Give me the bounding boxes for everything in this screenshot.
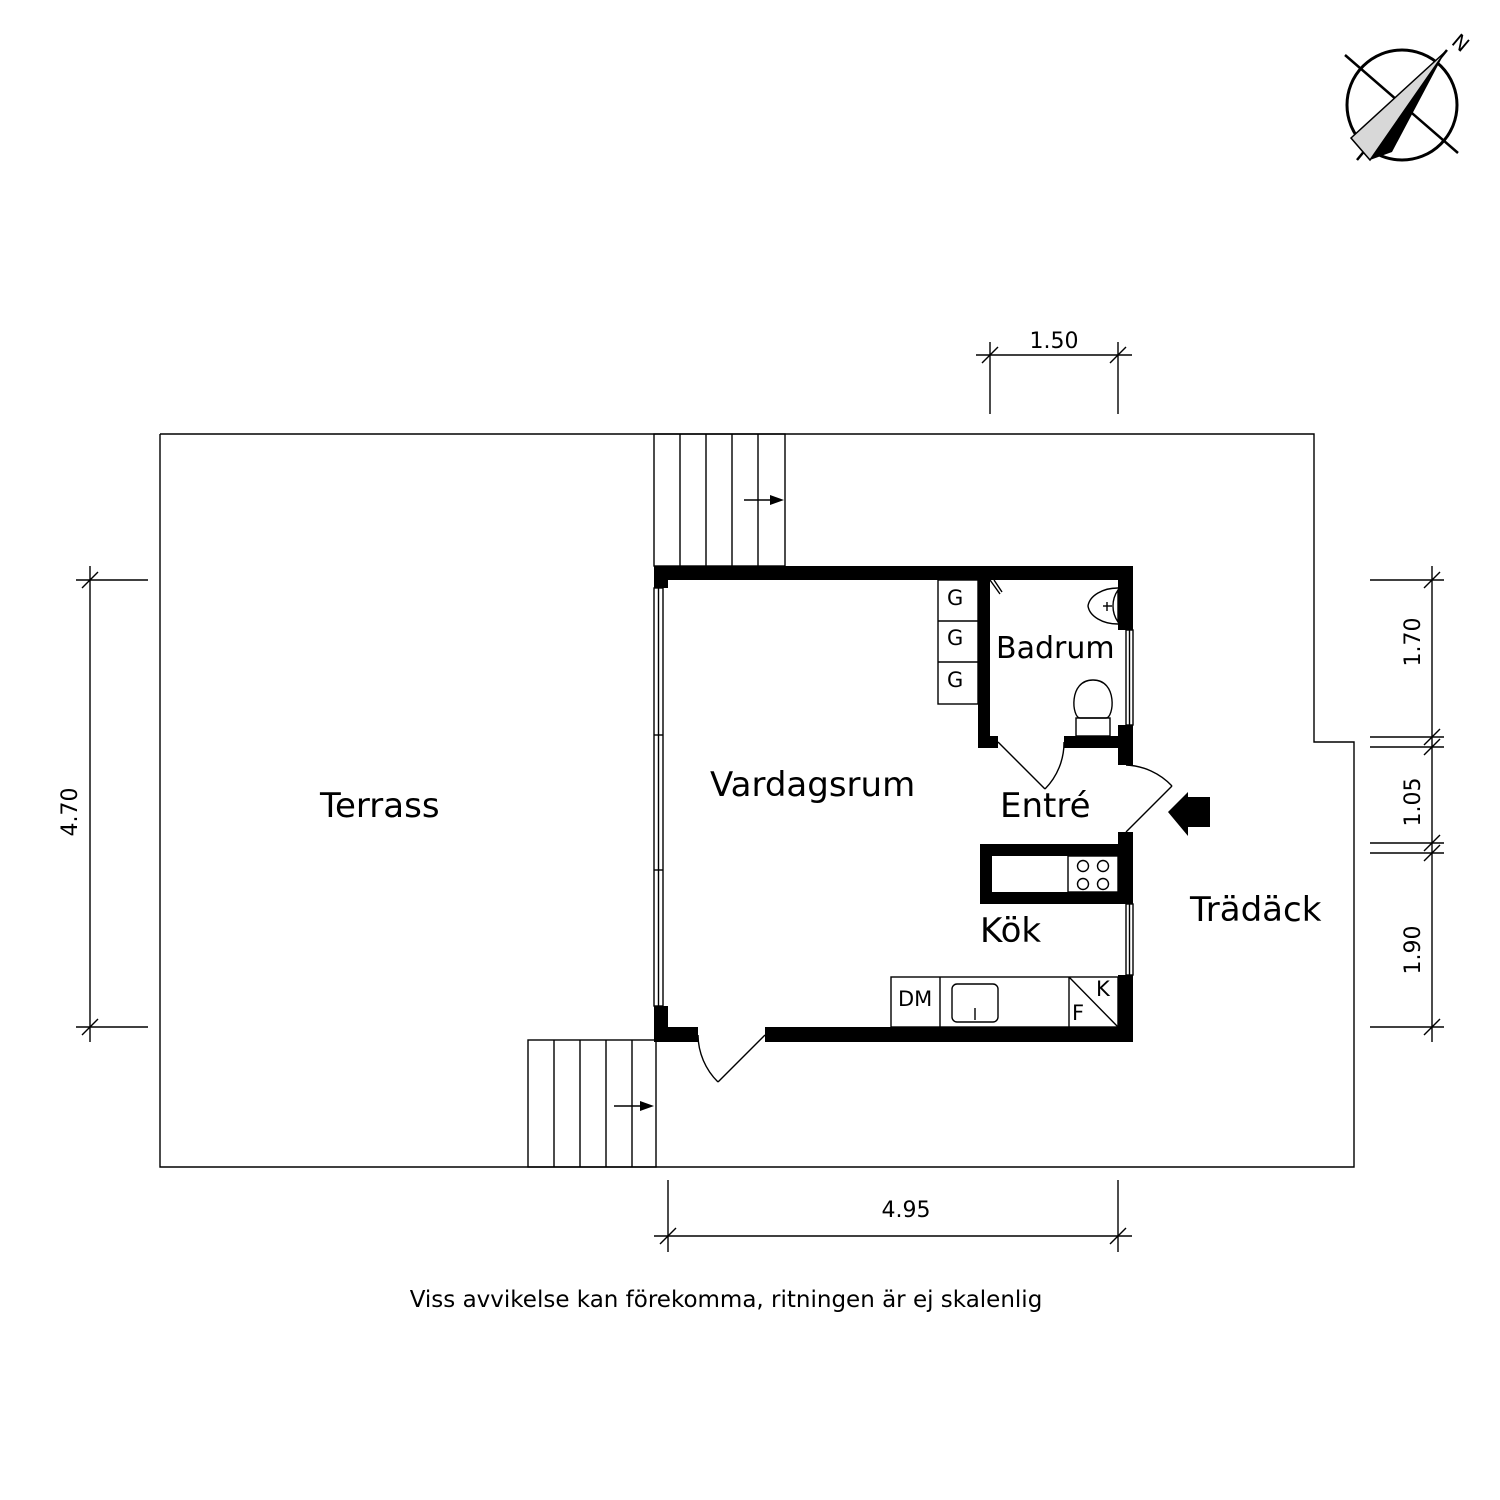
- dimension-left: 4.70: [58, 788, 83, 837]
- north-label: N: [1447, 29, 1474, 57]
- deck-outline: [159, 433, 1355, 1168]
- room-label-vardagsrum: Vardagsrum: [710, 765, 915, 805]
- vent-icon: [989, 579, 1003, 595]
- room-label-entre: Entré: [1000, 786, 1091, 826]
- dimension-bottom: 4.95: [882, 1198, 931, 1223]
- wardrobe-label: G: [947, 668, 963, 692]
- window-west: [653, 587, 664, 1007]
- dimension-line-left: [76, 566, 148, 1042]
- wardrobes: [937, 579, 979, 705]
- kitchen-counter: [890, 976, 1119, 1028]
- room-label-kok: Kök: [980, 911, 1041, 951]
- dimension-right-lower: 1.90: [1401, 926, 1426, 975]
- window-kitchen: [1125, 903, 1134, 976]
- dishwasher-label: DM: [898, 987, 932, 1011]
- door-entrance: [1125, 764, 1173, 833]
- stairs-lower: [527, 1039, 657, 1168]
- north-arrow-icon: N: [1344, 29, 1474, 162]
- sink-icon: [951, 983, 999, 1023]
- dimension-line-right: [1370, 566, 1444, 1042]
- entrance-arrow-icon: [1168, 792, 1210, 836]
- dimension-line-bottom: [654, 1180, 1132, 1252]
- door-terrace: [697, 1034, 766, 1083]
- stair-direction-arrow: [744, 495, 784, 505]
- wardrobe-label: G: [947, 586, 963, 610]
- dimension-right-upper: 1.70: [1401, 618, 1426, 667]
- room-label-badrum: Badrum: [996, 631, 1115, 666]
- fridge-label: K: [1096, 977, 1111, 1001]
- door-bathroom: [997, 741, 1065, 790]
- window-bathroom: [1125, 629, 1134, 726]
- sink-icon: [1087, 587, 1119, 625]
- toilet-icon: [1073, 679, 1113, 737]
- wardrobe-label: G: [947, 626, 963, 650]
- stove-icon: [1067, 855, 1119, 900]
- room-label-terrass: Terrass: [319, 786, 440, 826]
- stair-direction-arrow: [614, 1101, 654, 1111]
- dimension-top: 1.50: [1030, 329, 1079, 354]
- room-label-tradack: Trädäck: [1189, 890, 1322, 930]
- disclaimer-note: Viss avvikelse kan förekomma, ritningen …: [410, 1287, 1043, 1313]
- walls: [654, 566, 1133, 1042]
- dimension-line-top: [976, 342, 1132, 414]
- freezer-label: F: [1072, 1001, 1084, 1025]
- dimension-right-middle: 1.05: [1401, 778, 1426, 827]
